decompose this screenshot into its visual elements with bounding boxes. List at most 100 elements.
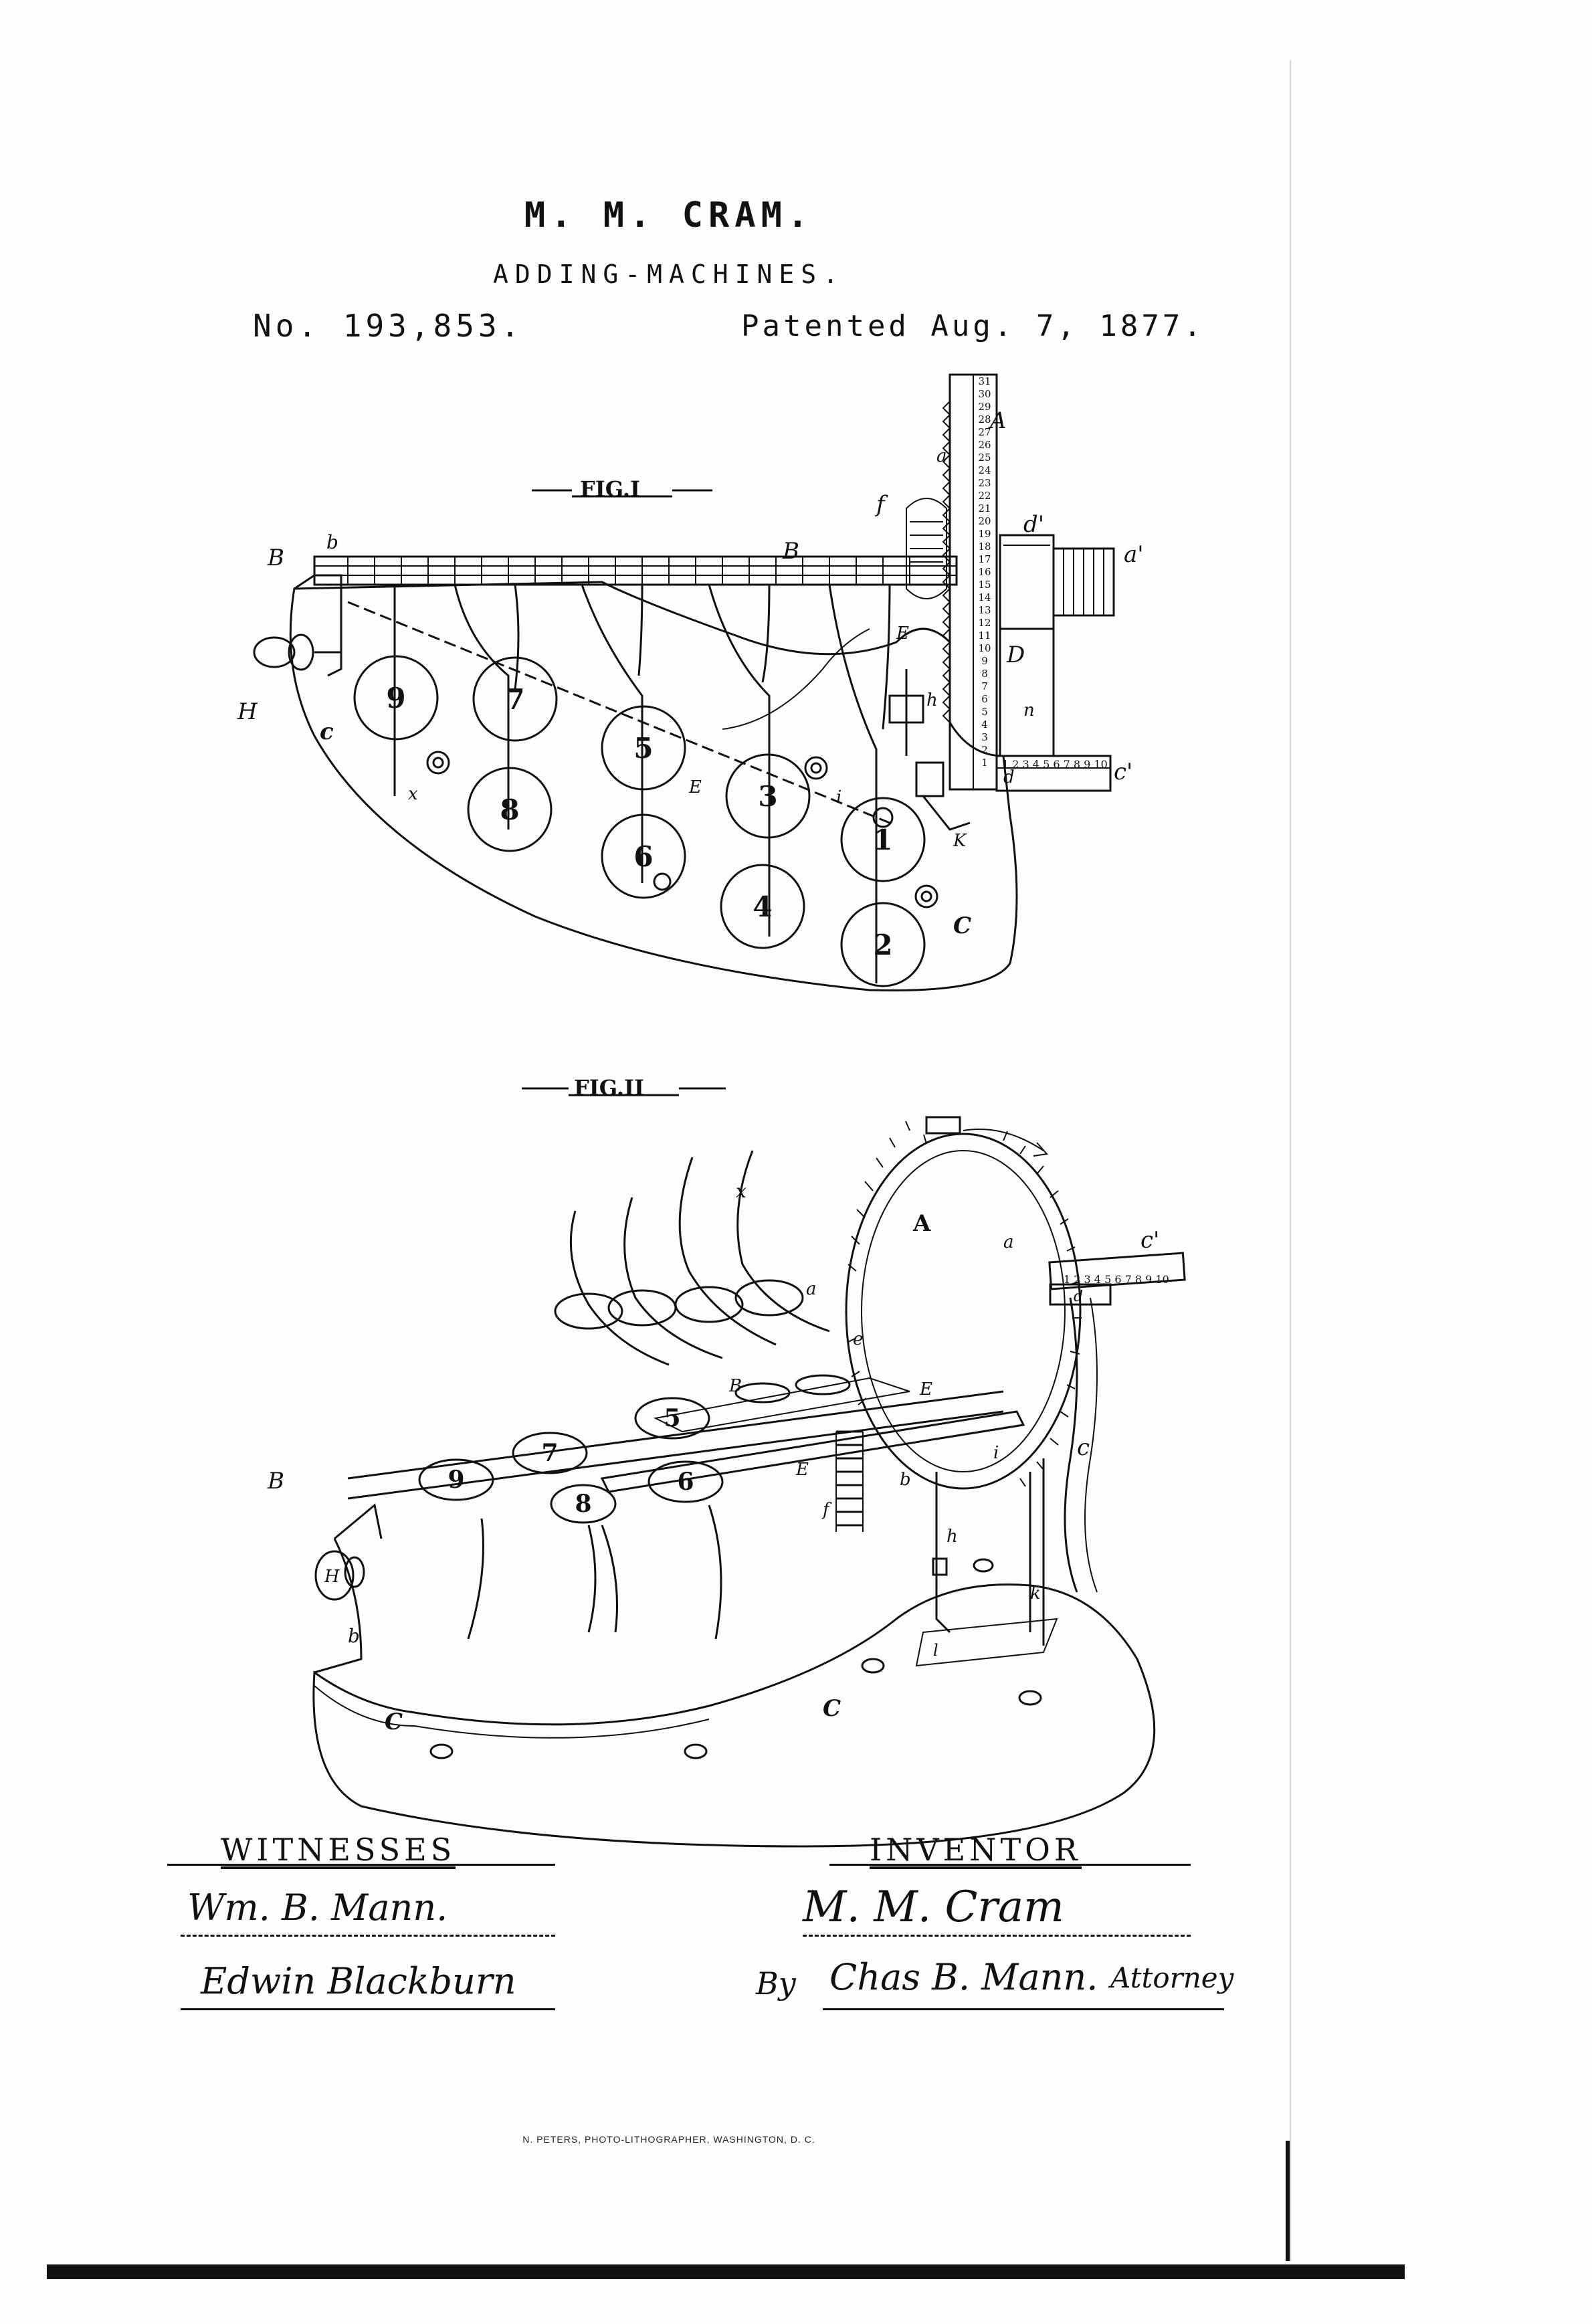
fig1-label-c1: c' (1114, 759, 1132, 785)
fig1-label-D: D (1006, 642, 1025, 668)
fig1-label-c: c (320, 718, 334, 745)
fig2-label-c: c (1077, 1434, 1090, 1461)
bottom-border (47, 2264, 1405, 2279)
attorney-by: By (756, 1965, 796, 2002)
fig2-label-k: k (1030, 1583, 1041, 1604)
fig1-label-h: h (926, 690, 938, 710)
svg-text:14: 14 (978, 591, 991, 603)
svg-text:4: 4 (981, 718, 988, 731)
svg-text:8: 8 (981, 668, 988, 680)
fig2-label-B1: B (728, 1376, 742, 1396)
svg-text:30: 30 (978, 388, 991, 400)
svg-text:17: 17 (978, 553, 991, 565)
fig2-label-b1: b (900, 1470, 911, 1490)
fig2-label-l: l (933, 1641, 938, 1660)
svg-text:19: 19 (978, 528, 991, 540)
witness-signature-2: Edwin Blackburn (201, 1960, 516, 2002)
fig2-label-f: f (821, 1500, 832, 1520)
fig2-label-H: H (324, 1567, 340, 1587)
attorney-signature: Chas B. Mann. (829, 1956, 1098, 1998)
fig1-label-x: x (408, 784, 418, 804)
fig1-key-2: 2 (873, 929, 892, 961)
svg-text:18: 18 (978, 541, 991, 553)
fig1-label-E1: E (896, 623, 909, 644)
fig1-label-n: n (1023, 700, 1035, 720)
fig1-key-9: 9 (386, 682, 405, 714)
fig2-label-e: e (853, 1329, 863, 1349)
fig2-scale: 1 2 3 4 5 6 7 8 9 10 (1064, 1273, 1169, 1286)
fig1-label-B2: B (782, 538, 799, 565)
witnesses-rule (167, 1864, 555, 1866)
figure-1: A B B b H c C a f d' a' D E E h n c' d K… (237, 373, 1144, 991)
svg-text:24: 24 (978, 464, 991, 476)
fig1-label-A: A (988, 407, 1007, 434)
fig2-key-5: 5 (664, 1404, 680, 1432)
fig2-label-E2: E (795, 1460, 809, 1480)
fig1-key-1: 1 (873, 824, 892, 856)
patent-date: Patented Aug. 7, 1877. (741, 309, 1205, 343)
inventor-block-heading: INVENTOR (870, 1832, 1082, 1869)
fig1-label-B1: B (267, 545, 284, 571)
page-edge-line (1290, 60, 1291, 2261)
svg-text:25: 25 (978, 452, 991, 464)
svg-text:1: 1 (981, 757, 988, 769)
fig1-key-8: 8 (500, 793, 519, 826)
fig2-key-8: 8 (575, 1490, 591, 1518)
fig2-label-c1: c' (1140, 1227, 1159, 1254)
witness-signature-2-line (181, 2008, 555, 2010)
witness-signature-1-line (181, 1935, 555, 1937)
fig1-label-E2: E (688, 777, 702, 797)
fig1-key-5: 5 (633, 732, 653, 765)
svg-text:7: 7 (981, 680, 988, 692)
svg-text:26: 26 (978, 439, 991, 451)
fig1-label-d1: d' (1023, 511, 1044, 538)
svg-text:21: 21 (978, 502, 991, 514)
fig2-key-6: 6 (677, 1468, 694, 1496)
fig2-label-B2: B (267, 1468, 284, 1494)
svg-text:23: 23 (978, 477, 991, 489)
svg-text:15: 15 (978, 579, 991, 591)
svg-text:5: 5 (981, 706, 988, 718)
fig2-label-a2: a (806, 1279, 817, 1299)
fig1-scale: 1 2 3 4 5 6 7 8 9 10 (1002, 758, 1108, 771)
svg-text:16: 16 (978, 566, 991, 578)
fig1-key-6: 6 (633, 840, 653, 873)
svg-text:6: 6 (981, 693, 988, 705)
fig1-label-i: i (836, 787, 841, 807)
patent-number: No. 193,853. (253, 308, 524, 344)
fig1-key-4: 4 (753, 890, 772, 923)
svg-text:2: 2 (981, 744, 988, 756)
fig1-key-7: 7 (505, 683, 524, 716)
fig1-label-a1: a' (1124, 541, 1144, 568)
page-edge-mark (1286, 2141, 1290, 2261)
svg-text:9: 9 (981, 655, 988, 667)
fig2-heading: FIG.II (574, 1075, 644, 1100)
fig1-label-k: K (953, 831, 967, 851)
inventor-signature: M. M. Cram (803, 1882, 1064, 1932)
lithographer-imprint: N. PETERS, PHOTO-LITHOGRAPHER, WASHINGTO… (522, 2134, 815, 2145)
attorney-signature-line (823, 2008, 1224, 2010)
attorney-title: Attorney (1110, 1961, 1234, 1994)
fig1-heading: FIG.I (580, 476, 640, 502)
svg-text:27: 27 (978, 426, 991, 438)
witnesses-heading: WITNESSES (221, 1832, 456, 1869)
fig1-label-f: f (874, 491, 888, 518)
fig2-key-7: 7 (541, 1439, 558, 1467)
fig1-label-H: H (237, 698, 258, 725)
fig2-label-A: A (912, 1210, 931, 1237)
fig1-label-b: b (326, 531, 338, 553)
inventor-signature-line (803, 1935, 1191, 1937)
witness-signature-1: Wm. B. Mann. (187, 1886, 448, 1929)
svg-text:28: 28 (978, 413, 991, 425)
fig1-label-a: a (936, 446, 947, 466)
fig2-label-x: x (736, 1180, 747, 1202)
fig2-label-h: h (947, 1527, 958, 1547)
fig2-label-d: d (1074, 1288, 1083, 1305)
fig1-label-d: d (1003, 767, 1015, 787)
fig2-label-a1: a (1003, 1232, 1014, 1252)
fig2-label-E1: E (919, 1379, 932, 1399)
svg-text:20: 20 (978, 515, 991, 527)
svg-text:12: 12 (978, 617, 991, 629)
svg-text:10: 10 (978, 642, 991, 654)
